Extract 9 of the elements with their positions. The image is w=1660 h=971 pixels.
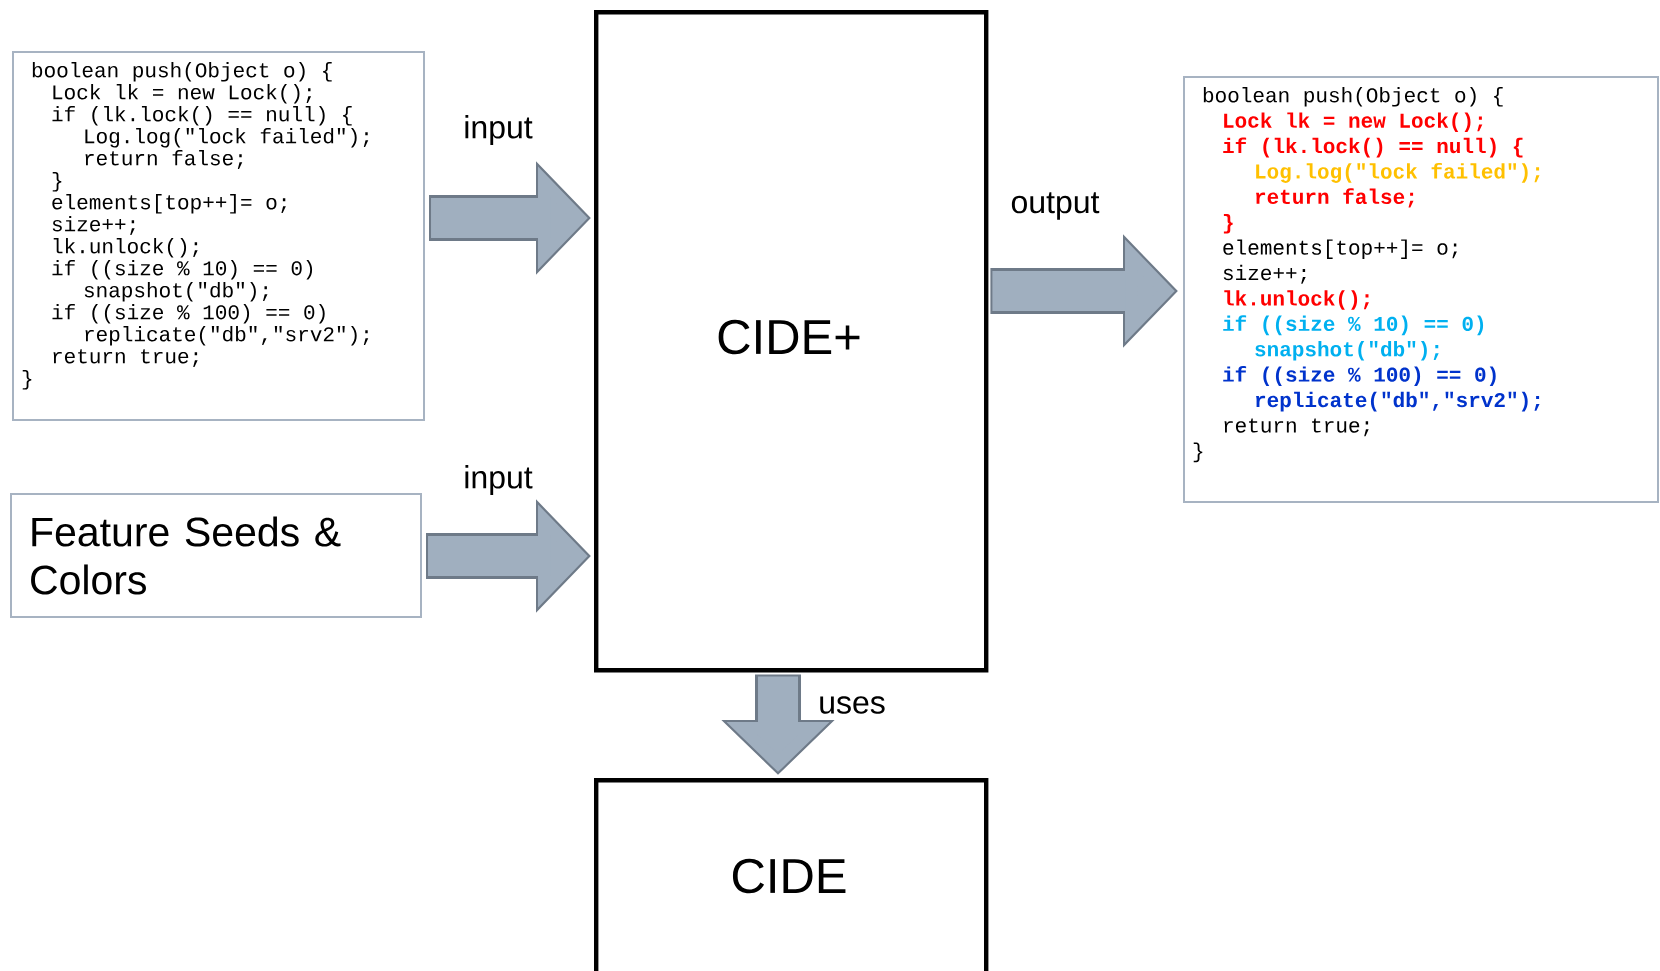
code-box: boolean push(Object o) { Lock lk = new Lock(); if (lk.lock() == null) { Log.log("lock failed"); return false; } elements[top++]= o; size++; lk.unlock(); if ((size % 10) == 0) snapshot("db"); if ((size % 100) == 0) replicate("db","srv2"); return true; } <box>12 51 425 421</box>
process-box: CIDE+ <box>594 10 989 673</box>
text-box: Feature Seeds & Colors <box>10 493 422 618</box>
process-box: CIDE <box>594 778 989 971</box>
code-box: boolean push(Object o) { Lock lk = new Lock(); if (lk.lock() == null) { Log.log("lock failed"); return false; } elements[top++]= o; size++; lk.unlock(); if ((size % 10) == 0) snapshot("db"); if ((size % 100) == 0) replicate("db","srv2"); return true; } <box>1183 76 1659 503</box>
edge-label: input <box>465 115 533 145</box>
edge-label: uses <box>820 696 885 714</box>
edge-label: input <box>465 465 533 495</box>
edge-label: output <box>1011 192 1100 220</box>
